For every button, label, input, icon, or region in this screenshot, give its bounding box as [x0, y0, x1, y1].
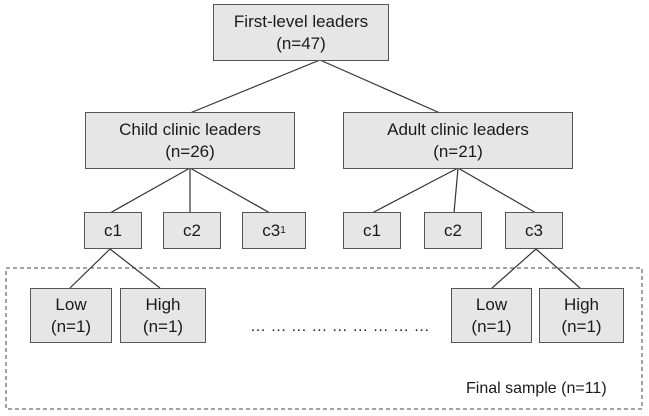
node-adult-high: High (n=1)	[539, 288, 624, 343]
node-child-low: Low (n=1)	[30, 288, 112, 343]
node-adult-clinic-leaders: Adult clinic leaders (n=21)	[343, 112, 573, 169]
node-adult-c3: c3	[505, 212, 563, 249]
node-title: Low	[475, 295, 508, 315]
node-count: (n=1)	[142, 316, 184, 336]
node-title: High	[145, 295, 181, 315]
node-adult-c2: c2	[424, 212, 482, 249]
final-sample-label: Final sample (n=11)	[466, 380, 607, 397]
node-count: (n=1)	[471, 316, 512, 336]
node-child-clinic-leaders: Child clinic leaders (n=26)	[85, 112, 295, 169]
node-title: c2	[183, 220, 201, 240]
node-adult-c1: c1	[343, 212, 401, 249]
node-child-c2: c2	[163, 212, 221, 249]
node-title: c2	[444, 220, 462, 240]
node-title: Low	[55, 295, 87, 315]
ellipsis-placeholder: … … … … … … … … …	[250, 318, 430, 335]
node-title: c1	[104, 220, 122, 240]
node-adult-low: Low (n=1)	[451, 288, 532, 343]
node-child-c1: c1	[84, 212, 142, 249]
node-count: (n=26)	[165, 141, 215, 161]
node-count: (n=1)	[561, 316, 602, 336]
node-title: c3	[262, 220, 281, 240]
node-title: Adult clinic leaders	[387, 120, 529, 140]
node-title: First-level leaders	[233, 12, 369, 32]
final-sample-frame	[5, 267, 643, 410]
node-title: c3	[525, 220, 543, 240]
node-child-high: High (n=1)	[120, 288, 206, 343]
node-first-level-leaders: First-level leaders (n=47)	[213, 4, 389, 61]
node-title: High	[564, 295, 599, 315]
node-count: (n=47)	[276, 33, 326, 53]
node-count: (n=21)	[433, 141, 483, 161]
node-count: (n=1)	[50, 316, 92, 336]
node-title: c1	[363, 220, 381, 240]
node-title: Child clinic leaders	[119, 120, 261, 140]
